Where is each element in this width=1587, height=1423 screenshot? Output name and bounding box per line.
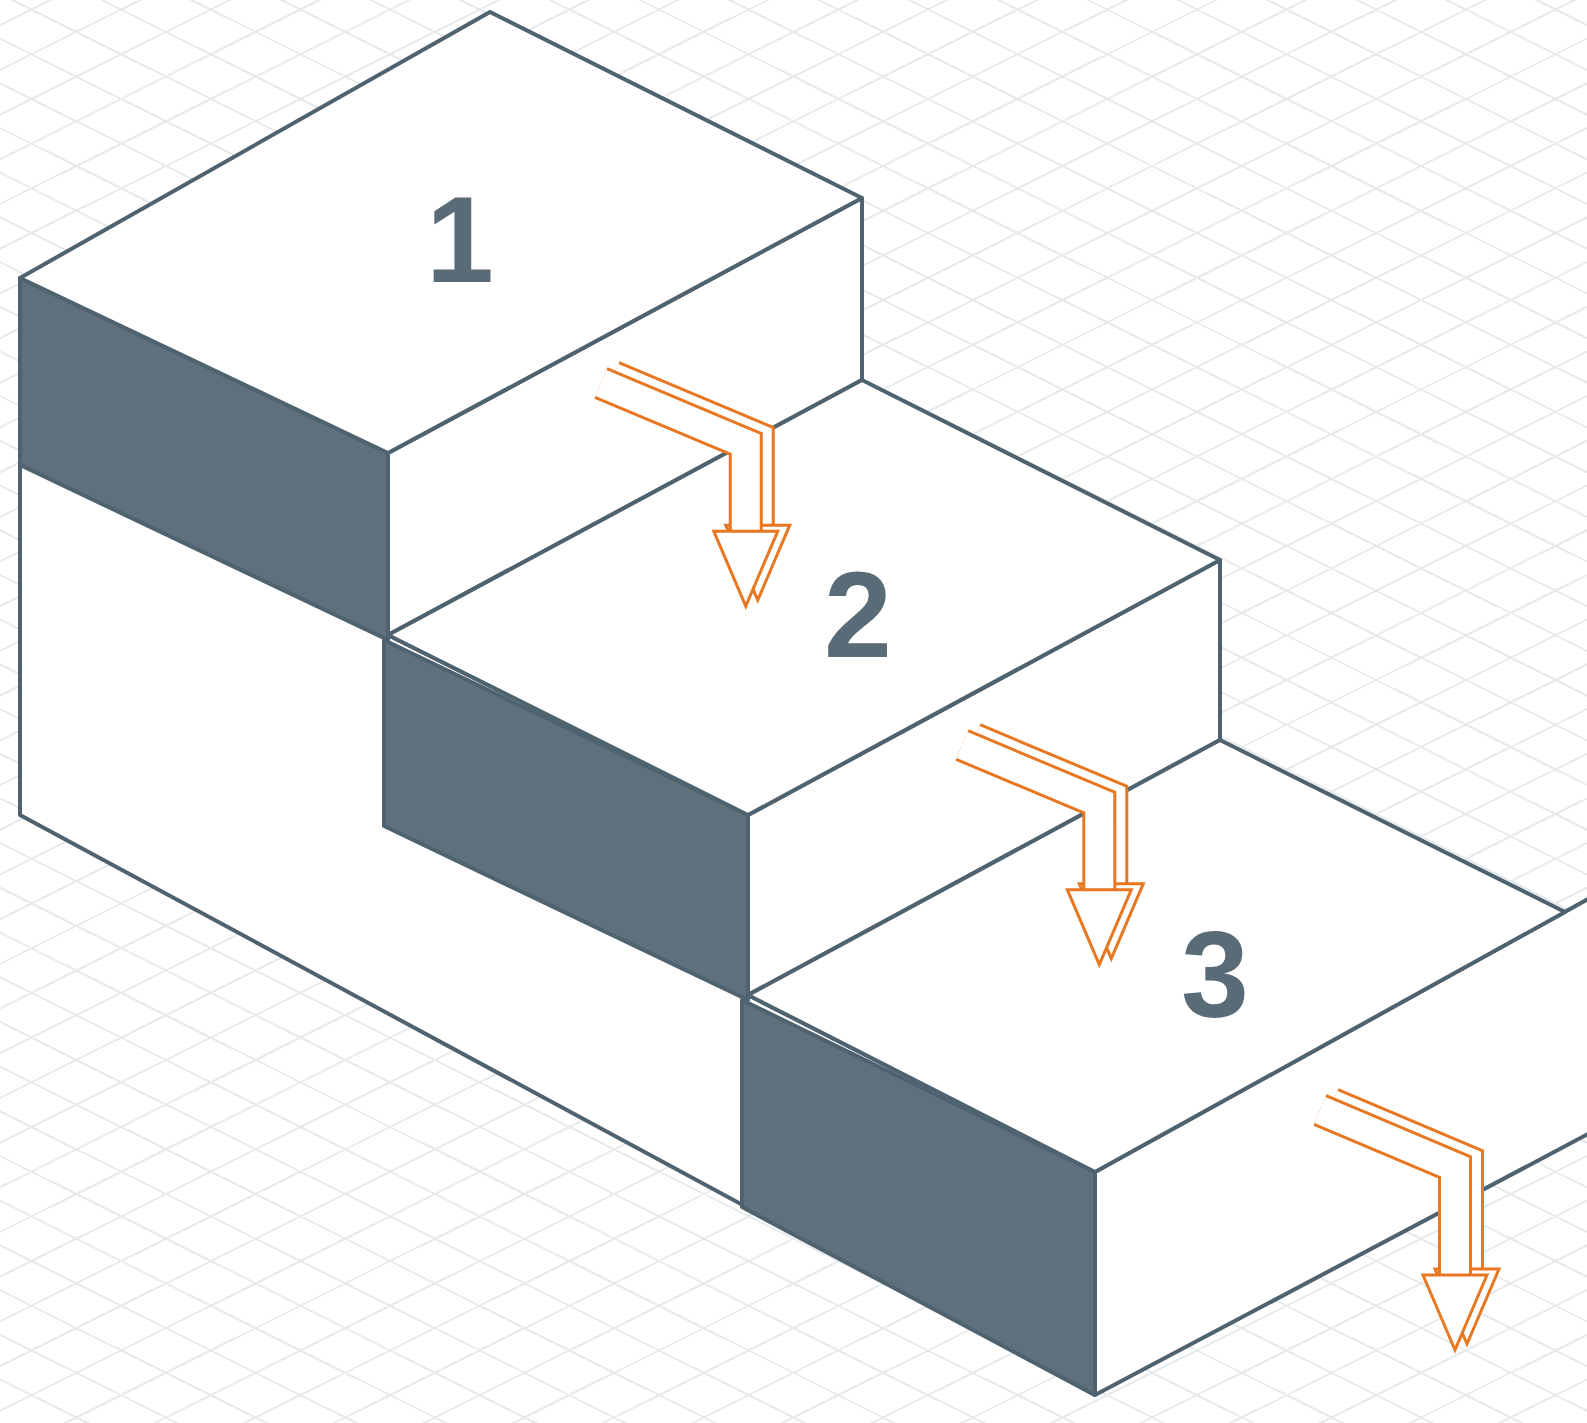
step-face bbox=[748, 740, 1565, 1172]
exit-arrow bbox=[1320, 1104, 1499, 1350]
step-number: 2 bbox=[824, 554, 892, 676]
step-top: 2 bbox=[388, 380, 1220, 815]
step-number: 1 bbox=[426, 179, 494, 301]
step-face bbox=[388, 380, 1220, 815]
flow-arrow bbox=[601, 377, 790, 606]
step-top: 3 bbox=[748, 740, 1565, 1172]
flow-arrow bbox=[962, 739, 1143, 965]
step-top: 1 bbox=[20, 12, 862, 453]
step-number: 3 bbox=[1181, 914, 1249, 1036]
